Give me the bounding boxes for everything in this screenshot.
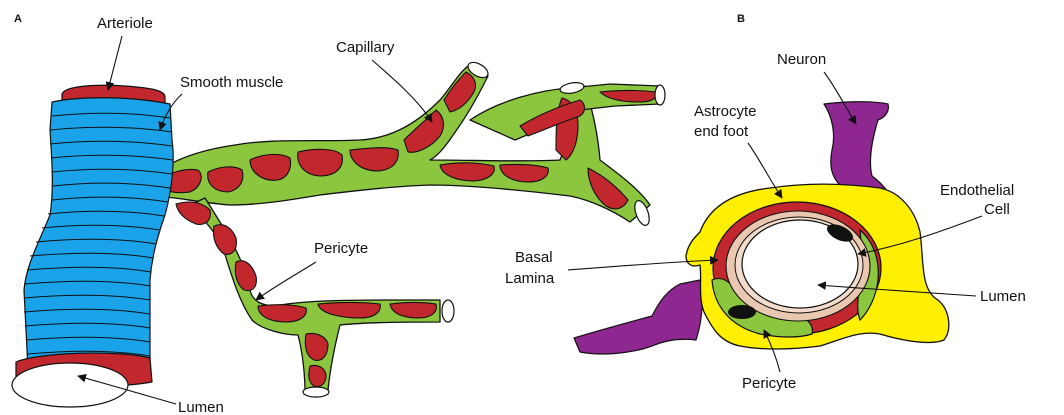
- panel-a: A Arteriole Smooth muscle Capillary Peri…: [12, 13, 665, 415]
- pericyte-arrow-a: [256, 262, 316, 300]
- arteriole-smooth-muscle: [24, 98, 173, 375]
- lumen-label-b: Lumen: [980, 288, 1026, 305]
- arteriole: [12, 85, 173, 407]
- panel-a-label: A: [14, 13, 22, 25]
- astrocyte-label-line2: end foot: [694, 123, 749, 140]
- lumen-label-a: Lumen: [178, 399, 224, 415]
- astrocyte-label-line1: Astrocyte: [694, 103, 757, 120]
- smooth-muscle-label: Smooth muscle: [180, 74, 283, 91]
- pericyte-label-b: Pericyte: [742, 375, 796, 392]
- neuron-process-lower: [574, 280, 702, 354]
- basal-lamina-label-line2: Lamina: [505, 270, 555, 287]
- arteriole-arrow: [108, 36, 122, 90]
- panel-b: B Neuron Astrocyte end foot Endothelial …: [505, 13, 1026, 392]
- pericyte-label-a: Pericyte: [314, 240, 368, 257]
- capillary-label: Capillary: [336, 39, 395, 56]
- panel-b-label: B: [737, 13, 745, 25]
- capillary-arrow: [372, 60, 432, 122]
- neuron-label: Neuron: [777, 51, 826, 68]
- pericyte-nucleus: [728, 305, 756, 319]
- endothelial-label-line2: Cell: [984, 201, 1010, 218]
- arteriole-label: Arteriole: [97, 15, 153, 32]
- basal-lamina-label-line1: Basal: [515, 249, 553, 266]
- endothelial-label-line1: Endothelial: [940, 182, 1014, 199]
